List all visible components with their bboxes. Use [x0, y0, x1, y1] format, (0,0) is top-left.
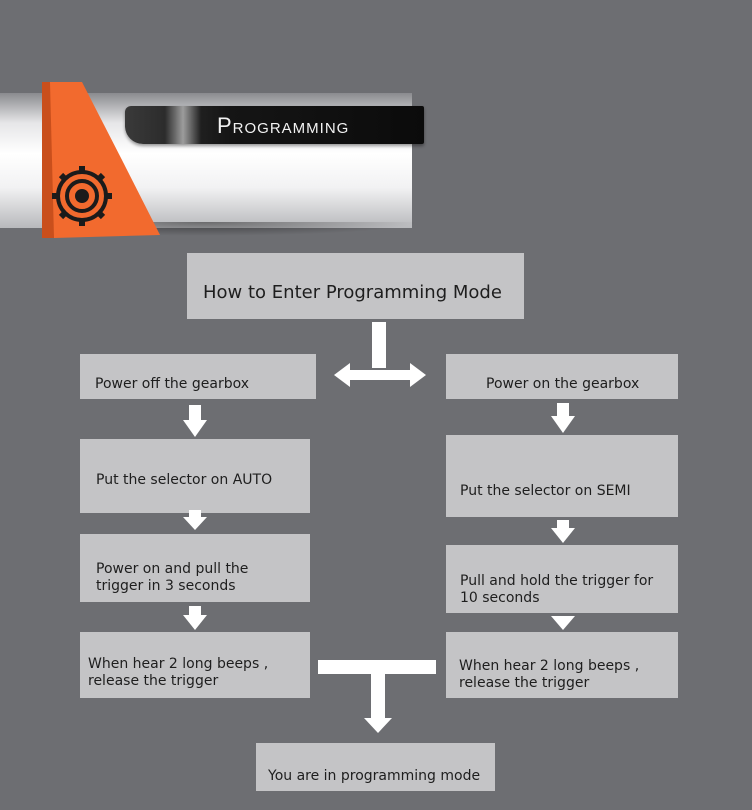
- left-step-4-label: When hear 2 long beeps , release the tri…: [88, 656, 269, 689]
- left-step-2: Put the selector on AUTO: [80, 439, 310, 513]
- title-sheen: [165, 106, 201, 144]
- right-step-1-label: Power on the gearbox: [486, 376, 640, 392]
- left-step-3: Power on and pull the trigger in 3 secon…: [80, 534, 310, 602]
- split-arrow-right: [410, 363, 426, 387]
- left-arrow-3: [183, 606, 207, 630]
- split-bar: [344, 370, 416, 380]
- end-label: You are in programming mode: [268, 768, 481, 784]
- start-box: How to Enter Programming Mode: [187, 253, 524, 319]
- orange-tab: [42, 82, 160, 238]
- right-arrow-2: [551, 520, 575, 543]
- merge-arrow: [364, 718, 392, 733]
- right-step-1: Power on the gearbox: [446, 354, 678, 399]
- title-strip: Programming: [125, 106, 424, 144]
- merge-stem: [371, 674, 385, 720]
- left-step-1-label: Power off the gearbox: [95, 376, 250, 392]
- left-step-3-label: Power on and pull the trigger in 3 secon…: [96, 561, 249, 594]
- split-arrow-left: [334, 363, 350, 387]
- right-step-3-label: Pull and hold the trigger for 10 seconds: [460, 573, 654, 606]
- right-step-2: Put the selector on SEMI: [446, 435, 678, 517]
- page-title: Programming: [217, 113, 350, 138]
- left-arrow-2: [183, 510, 207, 530]
- gear-icon: [52, 166, 112, 226]
- left-step-2-label: Put the selector on AUTO: [96, 472, 273, 488]
- left-arrow-1: [183, 405, 207, 437]
- left-step-1: Power off the gearbox: [80, 354, 316, 399]
- split-stem: [372, 322, 386, 368]
- end-box: You are in programming mode: [256, 743, 495, 791]
- right-step-2-label: Put the selector on SEMI: [460, 483, 631, 499]
- right-step-4-label: When hear 2 long beeps , release the tri…: [459, 658, 640, 691]
- right-arrow-3: [551, 616, 575, 630]
- merge-bar: [318, 660, 436, 674]
- start-label: How to Enter Programming Mode: [203, 282, 502, 303]
- right-step-4: When hear 2 long beeps , release the tri…: [446, 632, 678, 698]
- left-step-4: When hear 2 long beeps , release the tri…: [80, 632, 310, 698]
- right-arrow-1: [551, 403, 575, 433]
- right-step-3: Pull and hold the trigger for 10 seconds: [446, 545, 678, 613]
